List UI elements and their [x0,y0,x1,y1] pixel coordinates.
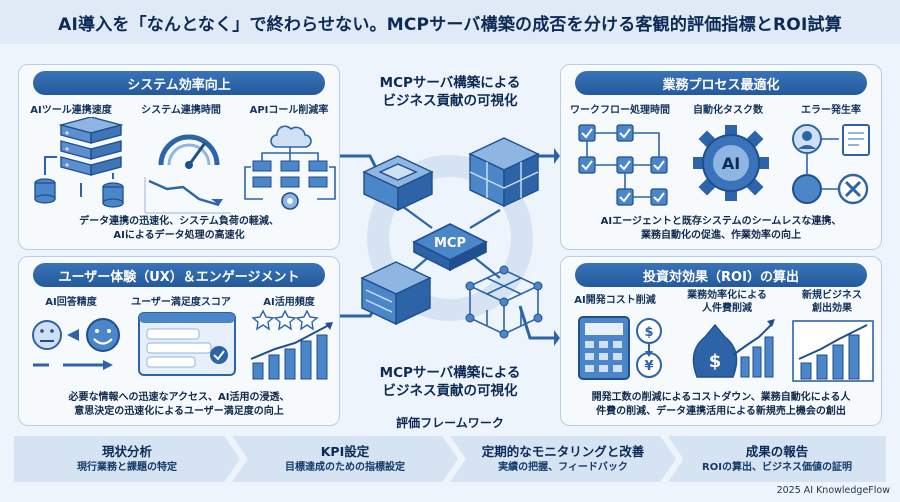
metric-label: 業務効率化による 人件費削減 [687,290,767,314]
metric-label: AI開発コスト削減 [574,295,656,306]
metric-label: 自動化タスク数 [693,105,763,116]
panel-user-experience: ユーザー体験（UX）＆エンゲージメント AI回答精度 ユーザー満足度スコア AI… [18,256,340,426]
step-title: 成果の報告 [745,444,809,459]
panel-heading: 投資対効果（ROI）の算出 [575,263,867,287]
step-subtitle: 目標達成のための指標設定 [285,462,405,473]
description-line: AIエージェントと既存システムのシームレスな連携、 [600,216,842,227]
framework-step: 定期的なモニタリングと改善 実績の把握、フィードバック [450,436,676,482]
money-bag-icon: $ [692,319,775,378]
framework-step: 現状分析 現行業務と課題の特定 [14,436,240,482]
calculator-icon: $ ¥ [578,316,662,380]
panel-heading: 業務プロセス最適化 [575,71,867,95]
satisfaction-faces-icon [32,318,120,370]
metric-label: APIコール削減率 [249,105,329,116]
step-subtitle: 現行業務と課題の特定 [77,462,177,473]
page-title: AI導入を「なんとなく」で終わらせない。MCPサーバ構築の成否を分ける客観的評価… [0,0,900,44]
mcp-chip-label: MCP [434,236,466,251]
step-title: 定期的なモニタリングと改善 [481,444,645,459]
server-stack-icon [34,117,124,208]
ai-gear-icon: AI [693,125,769,201]
metric-label: AI回答精度 [45,297,97,308]
rising-chart-icon [250,309,333,380]
panel-description: データ連携の迅速化、システム負荷の軽減、 AIによるデータ処理の高速化 [27,215,331,243]
panel-heading: ユーザー体験（UX）＆エンゲージメント [33,263,325,287]
ai-label: AI [722,154,740,173]
growth-chart-icon [792,320,874,382]
metric-label: システム連携時間 [141,105,221,116]
panel-description: 必要な情報への迅速なアクセス、AI活用の浸透、 意思決定の迅速化によるユーザー満… [27,391,331,419]
description-line: 意思決定の迅速化によるユーザー満足度の向上 [74,406,284,417]
panel-roi: 投資対効果（ROI）の算出 AI開発コスト削減 業務効率化による 人件費削減 新… [560,256,882,426]
survey-window-icon [138,312,236,376]
framework-step: KPI設定 目標達成のための指標設定 [232,436,458,482]
step-subtitle: ROIの算出、ビジネス価値の証明 [702,462,852,473]
workflow-icon [578,124,668,206]
metric-label: エラー発生率 [801,105,861,116]
panel-description: AIエージェントと既存システムのシームレスな連携、 業務自動化の促進、作業効率の… [569,215,873,243]
panel-description: 開発工数の削減によるコストダウン、業務自動化による人 件費の削減、データ連携活用… [569,391,873,419]
caption-line: MCPサーバ構築による [379,365,521,381]
mcp-hub-illustration: MCP [340,137,560,346]
error-rate-icon [792,124,870,205]
description-line: 業務自動化の促進、作業効率の向上 [641,230,801,241]
metric-label: AI活用頻度 [263,297,315,308]
metric-label: ワークフロー処理時間 [570,105,670,116]
api-network-icon [244,125,336,210]
description-line: 必要な情報への迅速なアクセス、AI活用の浸透、 [68,392,290,403]
framework-step: 成果の報告 ROIの算出、ビジネス価値の証明 [668,436,886,482]
center-bottom-caption: MCPサーバ構築による ビジネス貢献の可視化 [345,364,555,400]
speed-gauge-icon [144,134,231,214]
yen-symbol: ¥ [644,359,653,374]
description-line: 開発工数の削減によるコストダウン、業務自動化による人 [591,392,851,403]
description-line: 件費の削減、データ連携活用による新規売上機会の創出 [596,406,846,417]
center-top-caption: MCPサーバ構築による ビジネス貢献の可視化 [345,74,555,110]
panel-heading: システム効率向上 [33,71,325,95]
description-line: データ連携の迅速化、システム負荷の軽減、 [79,216,279,227]
description-line: AIによるデータ処理の高速化 [113,230,245,241]
panel-system-efficiency: システム効率向上 AIツール連携速度 システム連携時間 APIコール削減率 [18,64,340,250]
panel-business-process: 業務プロセス最適化 ワークフロー処理時間 自動化タスク数 エラー発生率 [560,64,882,250]
framework-title: 評価フレームワーク [396,416,504,430]
caption-line: ビジネス貢献の可視化 [382,93,518,109]
step-title: KPI設定 [320,444,370,459]
caption-line: ビジネス貢献の可視化 [382,383,518,399]
metric-label: 新規ビジネス 創出効果 [802,290,862,314]
metric-label: ユーザー満足度スコア [131,297,231,308]
footer-credit: 2025 AI KnowledgeFlow [776,485,890,496]
metric-label: AIツール連携速度 [30,105,112,116]
caption-line: MCPサーバ構築による [379,75,521,91]
step-subtitle: 実績の把握、フィードバック [498,462,628,473]
bag-dollar-symbol: $ [709,351,722,372]
dollar-symbol: $ [644,325,653,340]
step-title: 現状分析 [101,444,152,459]
